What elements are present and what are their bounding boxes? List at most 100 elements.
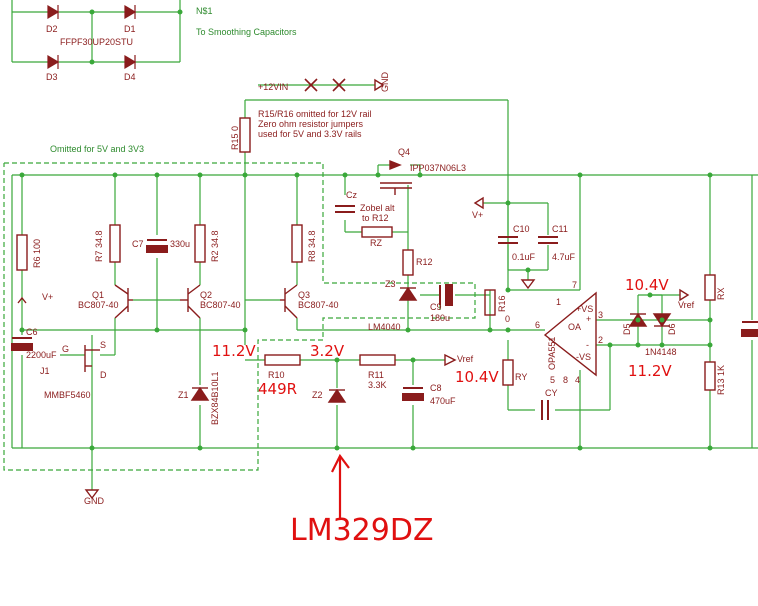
diode-d2 (47, 4, 60, 20)
opamp-pin2: 2 (598, 335, 603, 345)
diode-d1 (124, 4, 137, 20)
rx-label: RX (716, 287, 726, 300)
opamp-pin4: 4 (575, 375, 580, 385)
q3-value: BC807-40 (298, 300, 339, 310)
gnd-symbol-top (374, 78, 385, 92)
junction-dots (19, 9, 713, 451)
c6-value: 2200uF (26, 350, 57, 360)
r12-label: R12 (416, 257, 433, 267)
c9-value: 180u (430, 313, 450, 323)
opamp-pin-plus: + (586, 314, 591, 324)
mosfet-q4 (380, 159, 412, 195)
rail-note-line1: R15/R16 omitted for 12V rail (258, 109, 372, 119)
c7-value: 330u (170, 239, 190, 249)
vplus-arrow-right (473, 196, 484, 210)
capacitor-c11 (538, 236, 558, 244)
capacitor-c8 (402, 387, 424, 401)
c11-label: C11 (552, 224, 568, 234)
vref-arrow-right (679, 288, 690, 302)
opamp-oa (543, 291, 597, 377)
r16-label: R16 (497, 295, 507, 312)
capacitor-c7 (146, 239, 168, 253)
annotation-449r: 449R (258, 380, 297, 398)
capacitor-cy (541, 400, 549, 420)
opamp-pin8: 8 (563, 375, 568, 385)
zobel-note-line2: to R12 (362, 213, 389, 223)
z1-label: Z1 (178, 390, 189, 400)
resistor-r2 (194, 224, 206, 263)
z3-value: LM4040 (368, 322, 401, 332)
r6-label: R6 100 (32, 239, 42, 268)
omitted-note: Omitted for 5V and 3V3 (50, 144, 144, 154)
gnd-bottom-label: GND (84, 496, 105, 506)
diode-part-label: 1N4148 (645, 347, 677, 357)
transistor-q1 (114, 284, 133, 319)
q1-value: BC807-40 (78, 300, 119, 310)
resistor-r11 (359, 354, 396, 366)
vref-label: Vref (457, 354, 474, 364)
resistor-r13 (704, 361, 716, 391)
diode-d3-label: D3 (46, 72, 58, 82)
capacitor-c10 (498, 236, 518, 244)
r2-label: R2 34.8 (210, 230, 220, 262)
c10-value: 0.1uF (512, 252, 536, 262)
vplus-arrow-left (17, 296, 27, 304)
rz-label: RZ (370, 238, 382, 248)
rail-note-line3: used for 5V and 3.3V rails (258, 129, 362, 139)
opamp-pin5: 5 (550, 375, 555, 385)
opamp-label: OA (568, 322, 581, 332)
j1-drain-label: D (100, 370, 107, 380)
opamp-vs-minus: -VS (576, 352, 591, 362)
annotation-lm329dz: LM329DZ (290, 513, 434, 548)
r13-label: R13 1K (716, 365, 726, 395)
vplus-left-label: V+ (42, 292, 53, 302)
vref-right-label: Vref (678, 300, 695, 310)
annotation-10-4v-right: 10.4V (625, 276, 669, 294)
resistor-r12 (402, 249, 414, 276)
resistor-r8 (291, 224, 303, 263)
no-connect-marks (304, 78, 346, 92)
r11-label: R11 (368, 370, 384, 380)
capacitor-c6 (11, 337, 33, 351)
r7-label: R7 34.8 (94, 230, 104, 262)
opamp-vs-plus: +VS (576, 304, 593, 314)
ry-label: RY (515, 372, 527, 382)
annotation-3-2v: 3.2V (310, 342, 345, 360)
annotation-11-2v-left: 11.2V (212, 342, 256, 360)
zener-z2 (327, 388, 347, 403)
resistor-r7 (109, 224, 121, 263)
z3-label: Z3 (385, 279, 396, 289)
q1-label: Q1 (92, 290, 104, 300)
diode-d4 (124, 54, 137, 70)
zener-z3 (398, 286, 418, 301)
gnd-symbol-c10 (520, 279, 536, 290)
resistor-ry (502, 359, 514, 386)
diode-d4-label: D4 (124, 72, 136, 82)
cy-label: CY (545, 388, 558, 398)
plus12vin-label: +12VIN (258, 82, 288, 92)
d5-label: D5 (622, 323, 632, 335)
j1-source-label: S (100, 340, 106, 350)
diode-d2-label: D2 (46, 24, 58, 34)
opamp-pin3: 3 (598, 310, 603, 320)
annotation-11-2v-right: 11.2V (628, 362, 672, 380)
q4-label: Q4 (398, 147, 410, 157)
diode-d3 (47, 54, 60, 70)
r15-label: R15 0 (230, 126, 240, 150)
jfet-j1 (84, 345, 100, 372)
c7-label: C7 (132, 239, 144, 249)
r11-value: 3.3K (368, 380, 387, 390)
c10-label: C10 (513, 224, 530, 234)
annotation-10-4v-mid: 10.4V (455, 368, 499, 386)
j1-value: MMBF5460 (44, 390, 91, 400)
gnd-top-label: GND (380, 72, 390, 93)
resistor-r10 (264, 354, 301, 366)
q2-value: BC807-40 (200, 300, 241, 310)
opamp-pin7: 7 (572, 280, 577, 290)
dashed-boundaries (3, 162, 476, 471)
r10-label: R10 (268, 370, 285, 380)
j1-label: J1 (40, 366, 50, 376)
resistor-r16 (484, 289, 496, 316)
z1-value: BZX84B10L1 (210, 371, 220, 425)
gnd-symbol-bottom (84, 489, 100, 500)
